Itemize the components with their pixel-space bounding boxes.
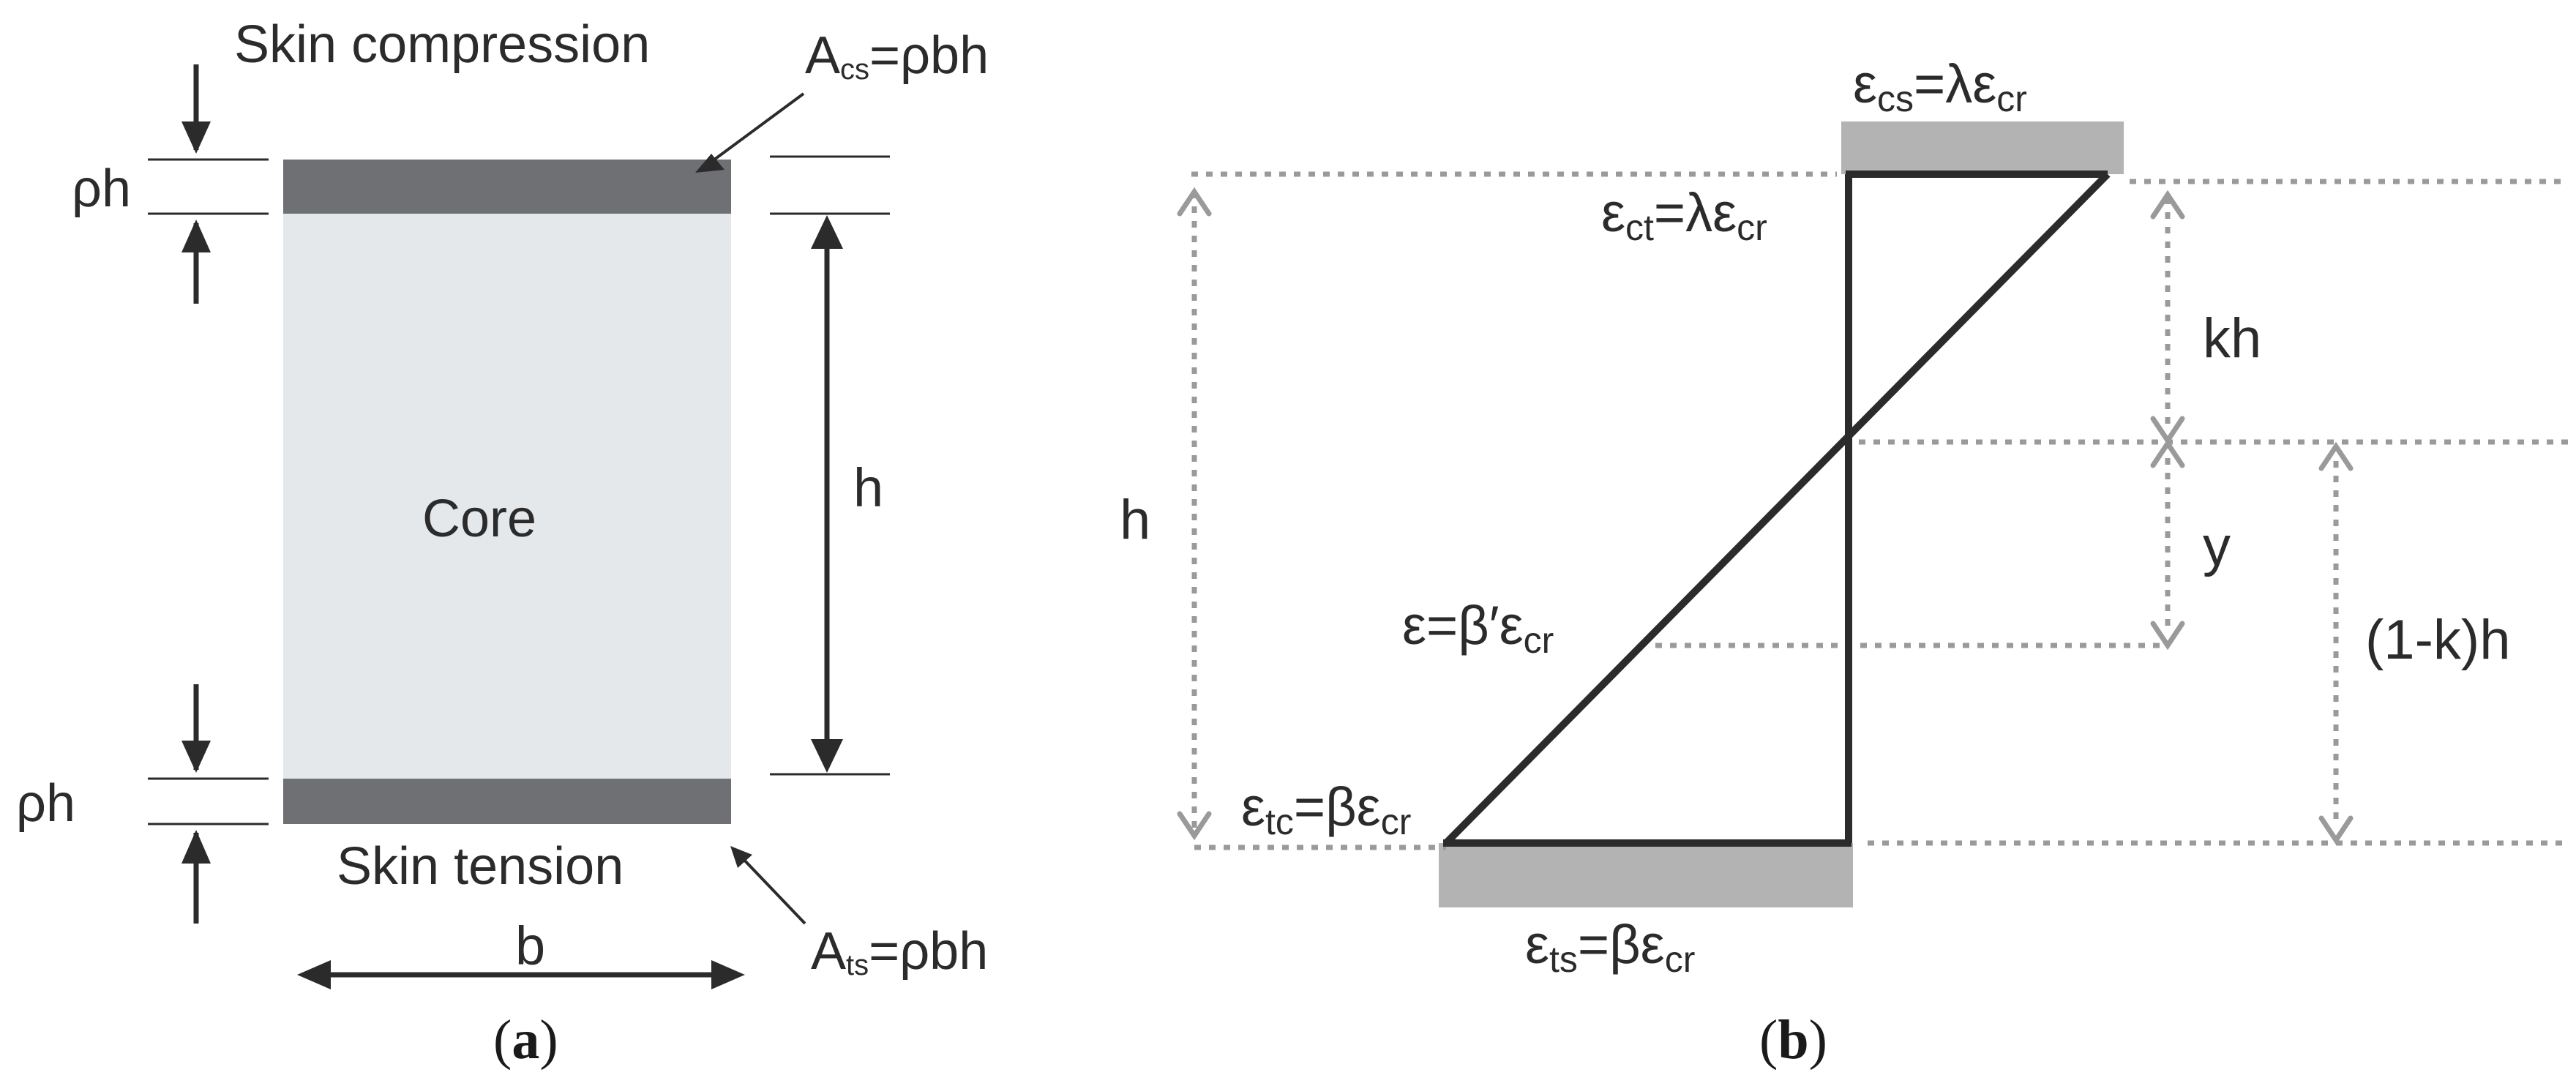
skin-compression-label: Skin compression — [234, 15, 650, 74]
width-arrow — [297, 960, 745, 989]
one-minus-k-h-label: (1-k)h — [2365, 609, 2510, 671]
compression-strain-bar — [1841, 121, 2124, 174]
thickness-top-label: ρh — [72, 160, 131, 218]
tension-strain-bar — [1439, 843, 1853, 907]
width-label: b — [515, 915, 545, 976]
panel-a: Skin compression Skin tension Core ρh ρh… — [16, 15, 989, 1071]
panel-b: εcs=λεcr εct=λεcr ε=β′εcr εtc=βεcr εts=β… — [1120, 53, 2569, 1071]
skin-compression-layer — [283, 160, 731, 214]
strain-profile — [1443, 171, 2111, 847]
eps-ct-label: εct=λεcr — [1601, 182, 1767, 248]
thickness-bottom-label: ρh — [16, 774, 75, 833]
area-cs-leader — [695, 92, 805, 173]
y-label: y — [2203, 515, 2231, 577]
caption-a: (a) — [493, 1009, 558, 1071]
core-region — [283, 214, 731, 779]
caption-b: (b) — [1759, 1009, 1827, 1071]
skin-tension-layer — [283, 779, 731, 824]
skin-tension-label: Skin tension — [337, 837, 624, 896]
core-label: Core — [422, 490, 536, 548]
area-ts-leader — [730, 846, 806, 925]
eps-y-label: ε=β′εcr — [1402, 595, 1554, 661]
thickness-bottom-arrows — [181, 684, 211, 924]
kh-dimension-arrow — [2150, 190, 2185, 446]
area-ts-label: Ats=ρbh — [811, 922, 988, 981]
eps-tc-label: εtc=βεcr — [1241, 776, 1411, 842]
thickness-top-arrows — [181, 64, 211, 304]
h-label: h — [1120, 489, 1150, 551]
height-arrow — [811, 215, 843, 773]
eps-cs-label: εcs=λεcr — [1853, 53, 2027, 119]
eps-ts-label: εts=βεcr — [1525, 914, 1695, 980]
one-minus-k-h-dimension-arrow — [2318, 441, 2354, 845]
kh-label: kh — [2203, 307, 2261, 370]
area-cs-label: Acs=ρbh — [805, 26, 989, 86]
height-label: h — [853, 457, 883, 518]
y-dimension-arrow — [2150, 438, 2185, 651]
h-dimension-arrow — [1177, 187, 1212, 841]
